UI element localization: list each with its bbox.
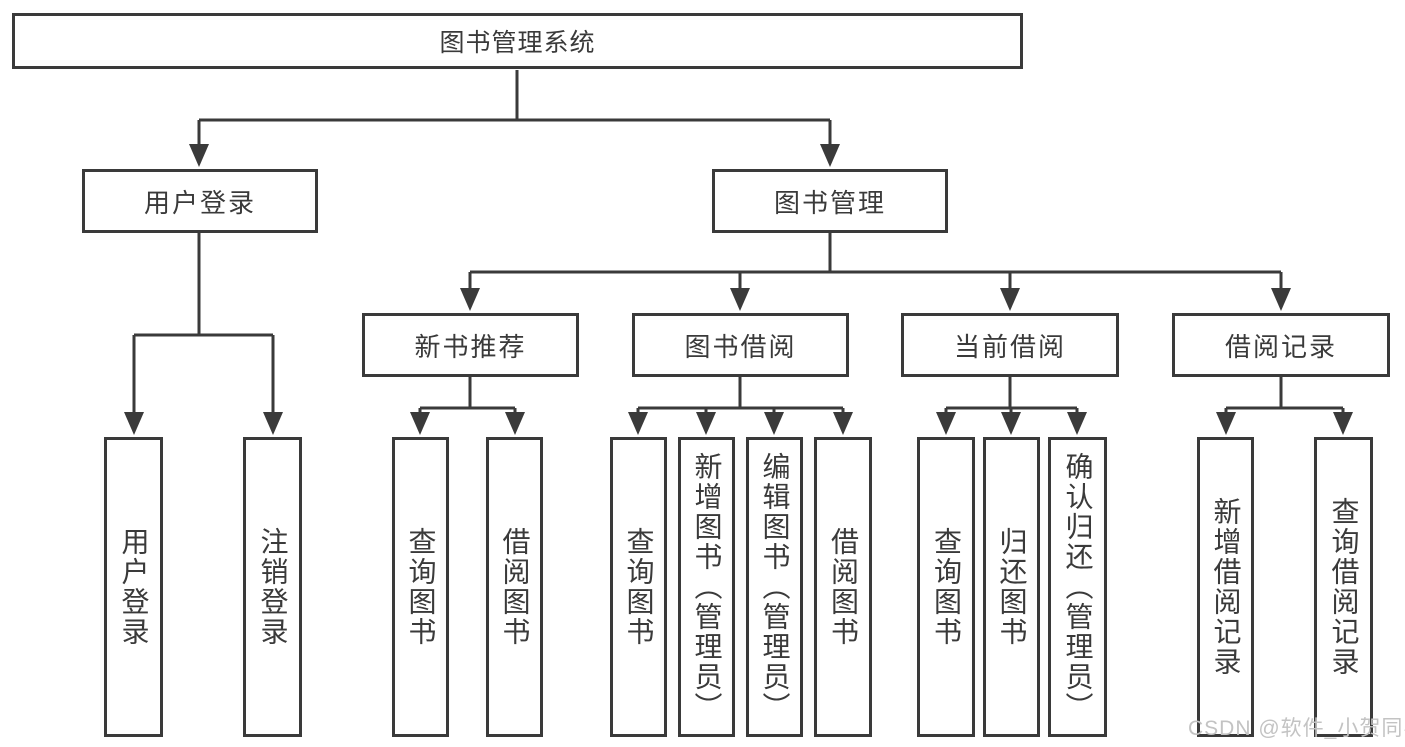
- leaf-query-borrow-record: 查询借阅记录: [1314, 437, 1373, 737]
- leaf-confirm-return-admin: 确认归还（管理员）: [1048, 437, 1107, 737]
- node-label: 借阅图书: [828, 527, 859, 647]
- node-library-management-system: 图书管理系统: [12, 13, 1023, 69]
- node-label: 归还图书: [996, 527, 1028, 647]
- node-label: 当前借阅: [953, 331, 1066, 362]
- node-book-borrowing: 图书借阅: [632, 313, 849, 377]
- node-label: 注销登录: [257, 527, 289, 647]
- node-new-book-recommend: 新书推荐: [362, 313, 579, 377]
- node-label: 用户登录: [118, 527, 150, 647]
- node-label: 新增借阅记录: [1210, 497, 1242, 677]
- leaf-borrow-books-recommend: 借阅图书: [486, 437, 543, 737]
- leaf-add-borrow-record: 新增借阅记录: [1197, 437, 1254, 737]
- node-label: 查询图书: [405, 527, 437, 647]
- leaf-logout: 注销登录: [243, 437, 302, 737]
- node-label: 新增图书（管理员）: [691, 452, 723, 722]
- node-label: 新书推荐: [414, 331, 527, 362]
- leaf-user-login: 用户登录: [104, 437, 163, 737]
- leaf-return-books: 归还图书: [983, 437, 1040, 737]
- leaf-borrow-books: 借阅图书: [814, 437, 872, 737]
- node-label: 图书管理: [773, 187, 886, 218]
- node-label: 用户登录: [143, 187, 256, 218]
- node-label: 确认归还（管理员）: [1062, 452, 1094, 722]
- node-label: 查询借阅记录: [1328, 497, 1360, 677]
- node-book-management: 图书管理: [712, 169, 948, 233]
- leaf-query-books: 查询图书: [610, 437, 667, 737]
- node-label: 借阅图书: [499, 527, 531, 647]
- leaf-add-books-admin: 新增图书（管理员）: [678, 437, 735, 737]
- leaf-query-books-recommend: 查询图书: [392, 437, 449, 737]
- node-label: 编辑图书（管理员）: [759, 452, 791, 722]
- node-label: 图书借阅: [684, 331, 797, 362]
- node-user-login: 用户登录: [82, 169, 318, 233]
- arrowheads: [124, 144, 1353, 435]
- leaf-edit-books-admin: 编辑图书（管理员）: [746, 437, 803, 737]
- node-borrowing-records: 借阅记录: [1172, 313, 1390, 377]
- node-label: 查询图书: [931, 527, 962, 647]
- node-current-borrowing: 当前借阅: [901, 313, 1119, 377]
- leaf-query-books-current: 查询图书: [917, 437, 975, 737]
- node-label: 查询图书: [623, 527, 655, 647]
- csdn-watermark: CSDN @软件_小贺同学: [1188, 717, 1405, 740]
- node-label: 借阅记录: [1224, 331, 1337, 362]
- node-label: 图书管理系统: [439, 29, 596, 57]
